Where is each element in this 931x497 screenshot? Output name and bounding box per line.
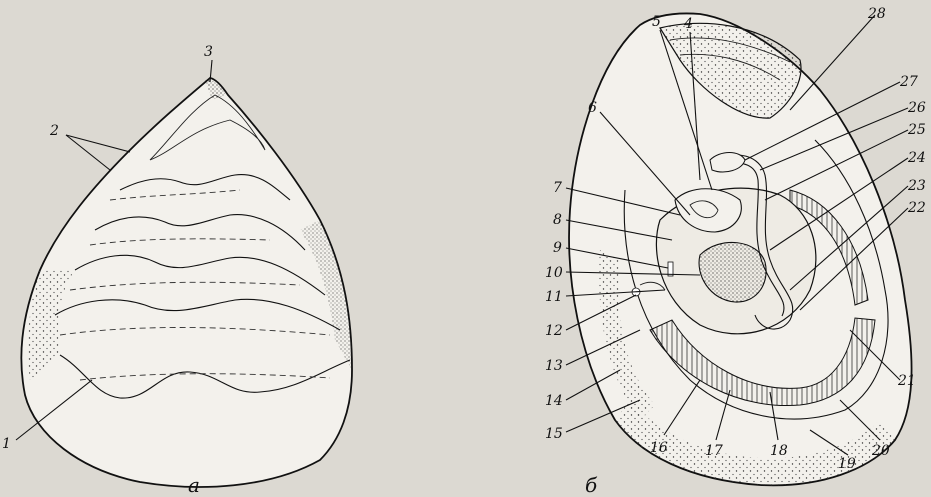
label-3: 3 (204, 44, 213, 60)
label-24: 24 (907, 150, 926, 166)
label-19: 19 (838, 456, 856, 472)
label-12: 12 (545, 323, 563, 339)
label-17: 17 (705, 443, 723, 459)
label-16: 16 (650, 440, 668, 456)
label-5: 5 (652, 14, 661, 30)
label-6: 6 (588, 100, 597, 116)
label-2: 2 (49, 123, 59, 139)
label-4: 4 (683, 16, 693, 32)
label-18: 18 (770, 443, 788, 459)
label-14: 14 (545, 393, 563, 409)
label-28: 28 (867, 6, 886, 22)
label-27: 27 (899, 74, 918, 90)
label-1: 1 (2, 436, 11, 452)
label-23: 23 (907, 178, 926, 194)
panel-b-letter: б (585, 473, 598, 497)
label-26: 26 (907, 100, 926, 116)
label-7: 7 (553, 180, 562, 196)
label-13: 13 (545, 358, 563, 374)
label-20: 20 (871, 443, 890, 459)
leader-line (66, 135, 130, 152)
label-11: 11 (545, 289, 563, 305)
leader-28 (790, 15, 875, 110)
panel-a-letter: а (188, 473, 200, 497)
leader-line (66, 135, 110, 170)
label-25: 25 (907, 122, 926, 138)
label-8: 8 (553, 212, 562, 228)
label-10: 10 (545, 265, 563, 281)
label-21: 21 (897, 373, 916, 389)
label-15: 15 (545, 426, 563, 442)
oyster-anatomy (569, 13, 912, 485)
label-22: 22 (907, 200, 926, 216)
label-9: 9 (553, 240, 562, 256)
